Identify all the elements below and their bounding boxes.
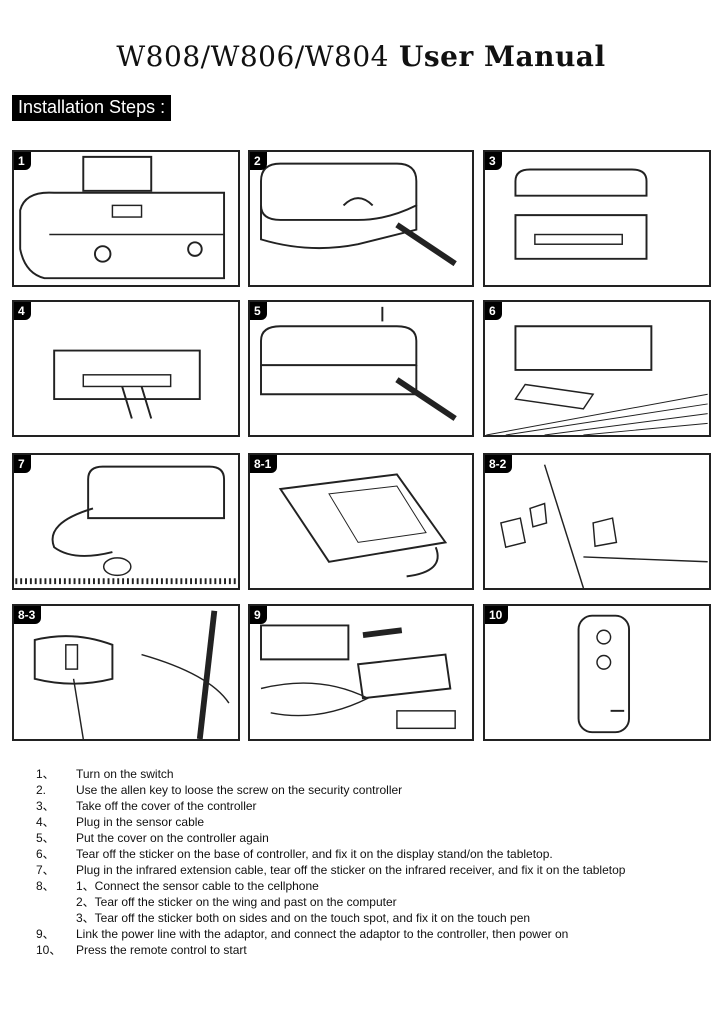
panel-badge: 7 [14,455,31,473]
controller-switch-illustration [19,155,226,280]
panel-badge: 9 [250,606,267,624]
step-number: 1、 [36,767,55,781]
touch-pen-illustration [33,610,230,739]
sticker-base-illustration [486,325,708,435]
step-panel-4: 4 [12,300,240,437]
step-panel-7: 7 [12,453,240,590]
step-panel-6: 6 [483,300,711,437]
step-text: Take off the cover of the controller [76,799,257,813]
step-text: Press the remote control to start [76,943,247,957]
step-text: Link the power line with the adaptor, an… [76,927,569,941]
infrared-cable-illustration [15,465,237,585]
step-text: Turn on the switch [76,767,174,781]
cellphone-illustration [278,473,448,578]
cover-removal-illustration [514,168,648,260]
step-number: 5、 [36,831,55,845]
list-item: 7、 Plug in the infrared extension cable, … [36,862,706,878]
step-text: Tear off the sticker on the base of cont… [76,847,553,861]
panel-badge: 8-1 [250,455,278,473]
step-text: Use the allen key to loose the screw on … [76,783,403,797]
section-heading: Installation Steps : [12,95,172,121]
cover-replace-illustration [260,306,457,421]
step-text: Plug in the infrared extension cable, te… [76,863,626,877]
step-panel-3: 3 [483,150,711,287]
list-item: 6、 Tear off the sticker on the base of co… [36,846,706,862]
step-number: 4、 [36,815,55,829]
panel-badge: 8-3 [14,606,42,624]
step-panel-8-1: 8-1 [248,453,474,590]
list-item: 1、 Turn on the switch [36,766,706,782]
list-item: 2. Use the allen key to loose the screw … [36,782,706,798]
list-item: 3、 Take off the cover of the controller [36,798,706,814]
step-panel-8-3: 8-3 [12,604,240,741]
step-number: 9、 [36,927,55,941]
wing-sticker-illustration [500,464,708,588]
sensor-cable-illustration [53,349,201,419]
list-item: 10、 Press the remote control to start [36,942,706,958]
step-panel-8-2: 8-2 [483,453,711,590]
list-item: 4、 Plug in the sensor cable [36,814,706,830]
remote-control-illustration [577,614,631,734]
list-item: 9、 Link the power line with the adaptor, … [36,926,706,942]
step-number: 3、 [36,799,55,813]
panel-badge: 6 [485,302,502,320]
step-panel-10: 10 [483,604,711,741]
step-text: 1、Connect the sensor cable to the cellph… [76,879,319,893]
step-text: 2、Tear off the sticker on the wing and p… [76,895,397,909]
step-text: Plug in the sensor cable [76,815,205,829]
panel-badge: 8-2 [485,455,513,473]
manual-title: User Manual [398,40,606,73]
step-number [36,894,76,910]
step-number: 6、 [36,847,55,861]
panel-badge: 3 [485,152,502,170]
step-number: 2. [36,783,47,797]
list-item: 2、Tear off the sticker on the wing and p… [36,894,706,910]
step-number: 8、 [36,879,55,893]
list-item: 3、Tear off the sticker both on sides and… [36,910,706,926]
panel-badge: 5 [250,302,267,320]
panel-badge: 2 [250,152,267,170]
allen-key-illustration [260,162,457,267]
step-text: Put the cover on the controller again [76,831,269,845]
list-item: 8、 1、Connect the sensor cable to the cell… [36,878,706,894]
page-title: W808/W806/W804 User Manual [0,40,722,73]
step-number [36,910,76,926]
step-panel-1: 1 [12,150,240,287]
list-item: 5、 Put the cover on the controller again [36,830,706,846]
power-adaptor-illustration [260,624,456,730]
step-panel-2: 2 [248,150,474,287]
step-text: 3、Tear off the sticker both on sides and… [76,911,531,925]
step-number: 10、 [36,943,62,957]
panel-badge: 10 [485,606,509,624]
instruction-list: 1、 Turn on the switch 2. Use the allen ke… [36,766,706,958]
model-numbers: W808/W806/W804 [116,40,389,73]
panel-badge: 4 [14,302,31,320]
step-number: 7、 [36,863,55,877]
step-panel-9: 9 [248,604,474,741]
panel-badge: 1 [14,152,31,170]
step-panel-5: 5 [248,300,474,437]
